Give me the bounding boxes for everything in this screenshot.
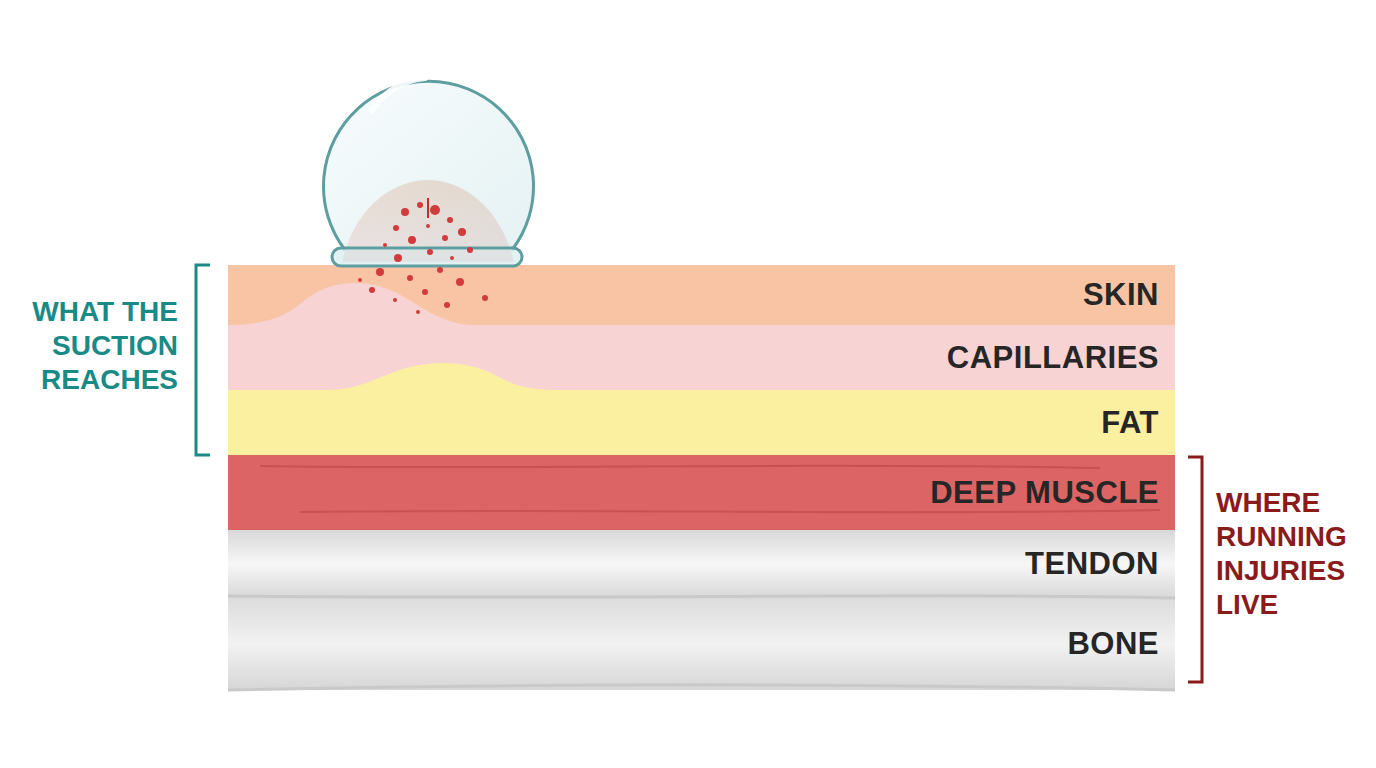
muscle-fibres (260, 466, 1160, 513)
blood-dot (442, 235, 448, 241)
tendon-bone-lines (228, 596, 1175, 690)
blood-dot (447, 217, 453, 223)
blood-dot (393, 298, 397, 302)
blood-dot (383, 243, 387, 247)
blood-dot (450, 256, 454, 260)
blood-dots (358, 198, 488, 314)
bracket (1188, 457, 1202, 682)
layer-label: BONE (1067, 626, 1159, 662)
blood-dot (437, 267, 443, 273)
tissue-band: BONE (228, 598, 1175, 690)
blood-dot (376, 268, 384, 276)
blood-dot (422, 289, 428, 295)
blood-dot (407, 275, 413, 281)
blood-dot (408, 236, 416, 244)
bracket (196, 265, 210, 455)
blood-dot (458, 228, 466, 236)
fat-bulge (330, 363, 560, 390)
layer-label: TENDON (1025, 546, 1159, 582)
blood-dot (456, 278, 464, 286)
layer-label: DEEP MUSCLE (930, 475, 1159, 511)
tissue-band: FAT (228, 390, 1175, 455)
blood-dot (369, 287, 375, 293)
blood-dot (482, 295, 488, 301)
blood-dot (393, 225, 399, 231)
cup-rim (332, 248, 522, 266)
bracket-label: WHERE RUNNING INJURIES LIVE (1216, 486, 1370, 622)
tissue-band: TENDON (228, 530, 1175, 598)
blood-dot (416, 310, 420, 314)
blood-dot (417, 202, 423, 208)
layer-label: CAPILLARIES (947, 340, 1159, 376)
layer-label: FAT (1101, 405, 1159, 441)
tissue-band: CAPILLARIES (228, 325, 1175, 390)
cup-glass (324, 81, 534, 250)
blood-dot (394, 254, 402, 262)
capillary-mark (427, 198, 429, 218)
blood-dot (444, 302, 450, 308)
blood-dot (467, 247, 473, 253)
cup-highlight (372, 78, 425, 110)
blood-dot (430, 205, 440, 215)
layer-label: SKIN (1083, 277, 1159, 313)
capillary-bulge (228, 283, 470, 325)
blood-dot (358, 278, 362, 282)
blood-dot (426, 224, 430, 228)
bracket-label: WHAT THE SUCTION REACHES (20, 295, 178, 397)
blood-dot (427, 249, 433, 255)
blood-dot (401, 208, 409, 216)
